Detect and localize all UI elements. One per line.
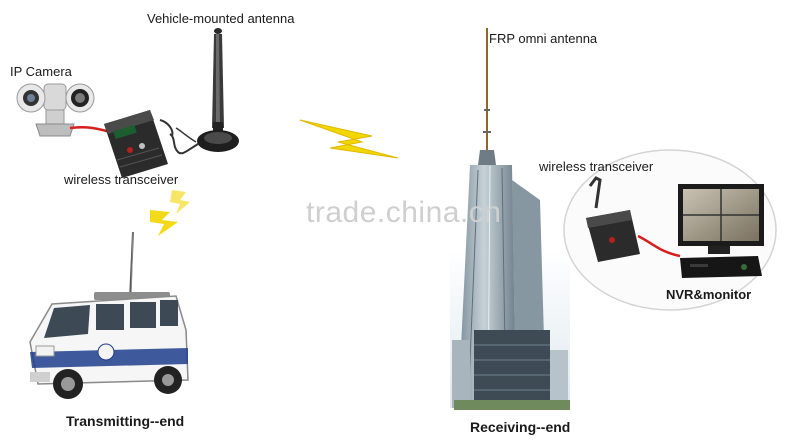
vehicle-antenna-label: Vehicle-mounted antenna [147, 11, 295, 26]
rx-transceiver-icon [586, 176, 681, 262]
monitor-icon [678, 184, 764, 278]
uplink-lightning-icon [150, 190, 190, 236]
ip-camera-label: IP Camera [10, 64, 72, 79]
transmitting-end-label: Transmitting--end [66, 413, 185, 429]
tx-transceiver-icon [104, 110, 174, 178]
receiving-end-label: Receiving--end [470, 419, 571, 435]
lightning-icon [299, 119, 399, 159]
watermark: trade.china.cn [306, 196, 502, 229]
vehicle-antenna-icon [169, 28, 239, 155]
rx-transceiver-label: wireless transceiver [539, 159, 654, 174]
tx-transceiver-label: wireless transceiver [64, 172, 179, 187]
tower-icon [450, 28, 570, 410]
frp-antenna-label: FRP omni antenna [489, 31, 598, 46]
van-icon [29, 231, 189, 399]
ip-camera-icon [16, 83, 111, 137]
nvr-monitor-label: NVR&monitor [666, 287, 752, 302]
